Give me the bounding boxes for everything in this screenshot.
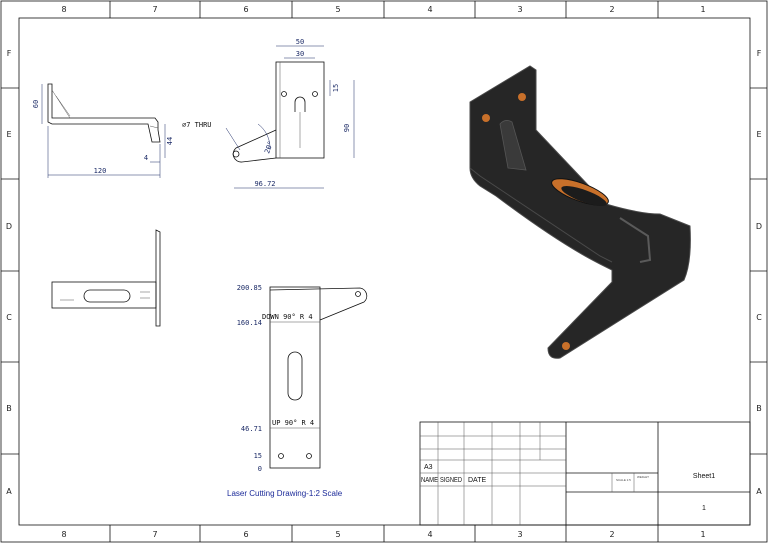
sheet-number: 1 [702,505,706,512]
front-dim-15: 15 [332,84,340,92]
col-label-4: 4 [427,530,432,539]
hole-callout: ∅7 THRU [182,121,212,129]
side-dim-120: 120 [94,167,107,175]
row-grid [1,87,767,455]
front-dim-angle: 20° [263,140,275,155]
row-label-d: D [756,222,762,231]
col-label-5: 5 [335,5,340,14]
flat-station-200-85: 200.85 [237,284,262,292]
col-label-8: 8 [61,5,66,14]
column-grid [109,1,659,542]
col-label-6: 6 [243,530,248,539]
col-label-2: 2 [609,530,614,539]
row-label-b: B [756,404,762,413]
isometric-part-view [469,65,691,359]
flat-pattern-view: 200.85 160.14 46.71 15 0 DOWN 90° R 4 UP… [227,284,368,498]
flat-pattern-caption: Laser Cutting Drawing-1:2 Scale [227,489,343,498]
row-label-b: B [6,404,12,413]
front-view: 50 30 15 90 96.72 20° ∅7 THRU [182,38,355,189]
flat-station-46-71: 46.71 [241,425,262,433]
weight-label: WEIGHT [637,475,649,479]
name-label: NAME [421,477,438,484]
col-label-7: 7 [152,5,157,14]
sheet-name: Sheet1 [693,473,715,480]
col-label-5: 5 [335,530,340,539]
row-label-f: F [757,49,762,58]
row-label-e: E [6,130,11,139]
bend-note-up: UP 90° R 4 [272,419,314,427]
row-label-a: A [6,487,12,496]
row-labels-left: F E D C B A [6,49,12,496]
col-label-3: 3 [517,5,522,14]
row-label-c: C [756,313,762,322]
flat-station-15: 15 [254,452,262,460]
side-dim-44: 44 [166,137,174,145]
inner-frame [18,17,751,526]
side-dim-4: 4 [144,154,148,162]
col-label-7: 7 [152,530,157,539]
signed-label: SIGNED [440,477,462,484]
row-label-c: C [6,313,12,322]
date-label: DATE [468,477,486,484]
column-labels-bottom: 8 7 6 5 4 3 2 1 [61,530,705,539]
row-labels-right: F E D C B A [756,49,762,496]
col-label-1: 1 [700,5,705,14]
side-dim-60: 60 [32,100,40,108]
col-label-4: 4 [427,5,432,14]
col-label-3: 3 [517,530,522,539]
title-block: A3 NAME SIGNED DATE SCALE 1:5 WEIGHT She… [419,421,751,526]
col-label-8: 8 [61,530,66,539]
front-dim-90: 90 [343,124,351,132]
front-dim-96-72: 96.72 [254,180,275,188]
sheet-size: A3 [424,464,433,471]
row-label-d: D [6,222,12,231]
col-label-1: 1 [700,530,705,539]
side-view: 60 44 4 120 [32,83,174,178]
front-dim-30: 30 [296,50,304,58]
front-dim-50: 50 [296,38,304,46]
col-label-2: 2 [609,5,614,14]
scale-label: SCALE 1:5 [616,478,631,482]
col-label-6: 6 [243,5,248,14]
row-label-e: E [756,130,761,139]
row-label-a: A [756,487,762,496]
column-labels-top: 8 7 6 5 4 3 2 1 [61,5,705,14]
bend-note-down: DOWN 90° R 4 [262,313,313,321]
row-label-f: F [7,49,12,58]
flat-station-0: 0 [258,465,262,473]
lower-view [51,229,161,327]
flat-station-160-14: 160.14 [237,319,262,327]
